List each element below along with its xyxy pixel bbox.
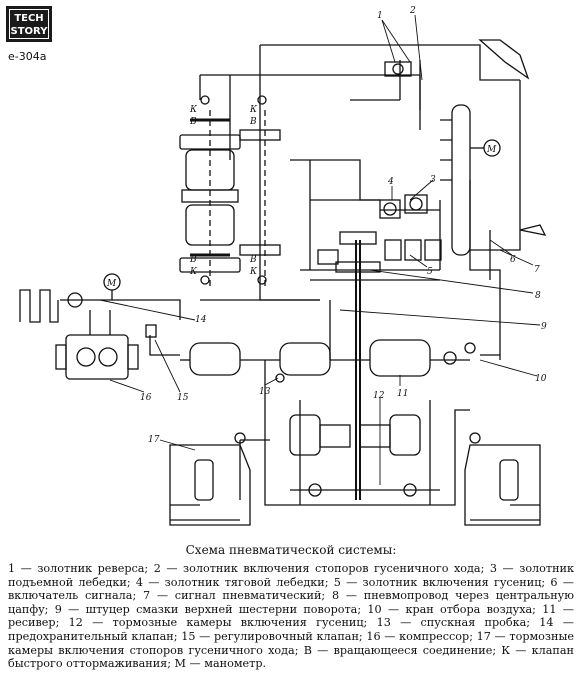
letter-v-bottom-left: В (189, 255, 197, 265)
callout-17: 17 (148, 435, 160, 445)
tech-story-logo: TECH STORY (6, 6, 52, 42)
valve-block (317, 61, 442, 273)
logo-line-2: STORY (10, 26, 48, 37)
letter-k-top-right: К (249, 105, 258, 115)
manometer-letter-left: М (106, 279, 117, 289)
callout-labels: 1 2 3 4 5 6 7 8 9 10 11 12 13 14 15 16 1… (140, 6, 547, 445)
compressor-assembly: М (19, 273, 157, 380)
leader-lines (99, 14, 541, 485)
connection-letters: К В К В В К В К (189, 105, 258, 277)
callout-8: 8 (535, 291, 541, 301)
left-winch-assembly (179, 95, 281, 290)
callout-16: 16 (140, 393, 152, 403)
track-stopper-left (169, 432, 251, 526)
manometer-letter-top: М (486, 145, 497, 155)
letter-v-bottom-right: В (249, 255, 257, 265)
track-stopper-right (464, 432, 541, 526)
letter-k-bottom-left: К (189, 267, 198, 277)
air-manifold: М (440, 104, 501, 256)
logo-line-1: TECH (14, 13, 44, 24)
callout-12: 12 (373, 391, 385, 401)
pneumatic-system-diagram: М М (19, 6, 547, 526)
callout-2: 2 (409, 6, 416, 16)
letter-v-top-right: В (249, 117, 257, 127)
callout-11: 11 (397, 389, 408, 399)
callout-6: 6 (510, 255, 516, 265)
caption-legend: 1 — золотник реверса; 2 — золотник включ… (8, 562, 574, 671)
callout-9: 9 (541, 322, 547, 332)
figure-code: е-304а (8, 50, 47, 63)
callout-15: 15 (177, 393, 189, 403)
callout-3: 3 (430, 175, 436, 185)
receivers (189, 339, 476, 383)
letter-k-bottom-right: К (249, 267, 258, 277)
pneumatic-signal (478, 39, 547, 236)
callout-14: 14 (195, 315, 207, 325)
callout-13: 13 (259, 387, 271, 397)
central-shaft-pipe (355, 240, 361, 500)
callout-7: 7 (534, 265, 540, 275)
letter-v-top-left: В (189, 117, 197, 127)
callout-10: 10 (535, 374, 547, 384)
caption-title: Схема пневматической системы: (185, 543, 397, 557)
callout-1: 1 (377, 11, 383, 21)
callout-4: 4 (387, 177, 394, 187)
letter-k-top-left: К (189, 105, 198, 115)
callout-5: 5 (427, 267, 433, 277)
brake-chambers (289, 414, 440, 497)
